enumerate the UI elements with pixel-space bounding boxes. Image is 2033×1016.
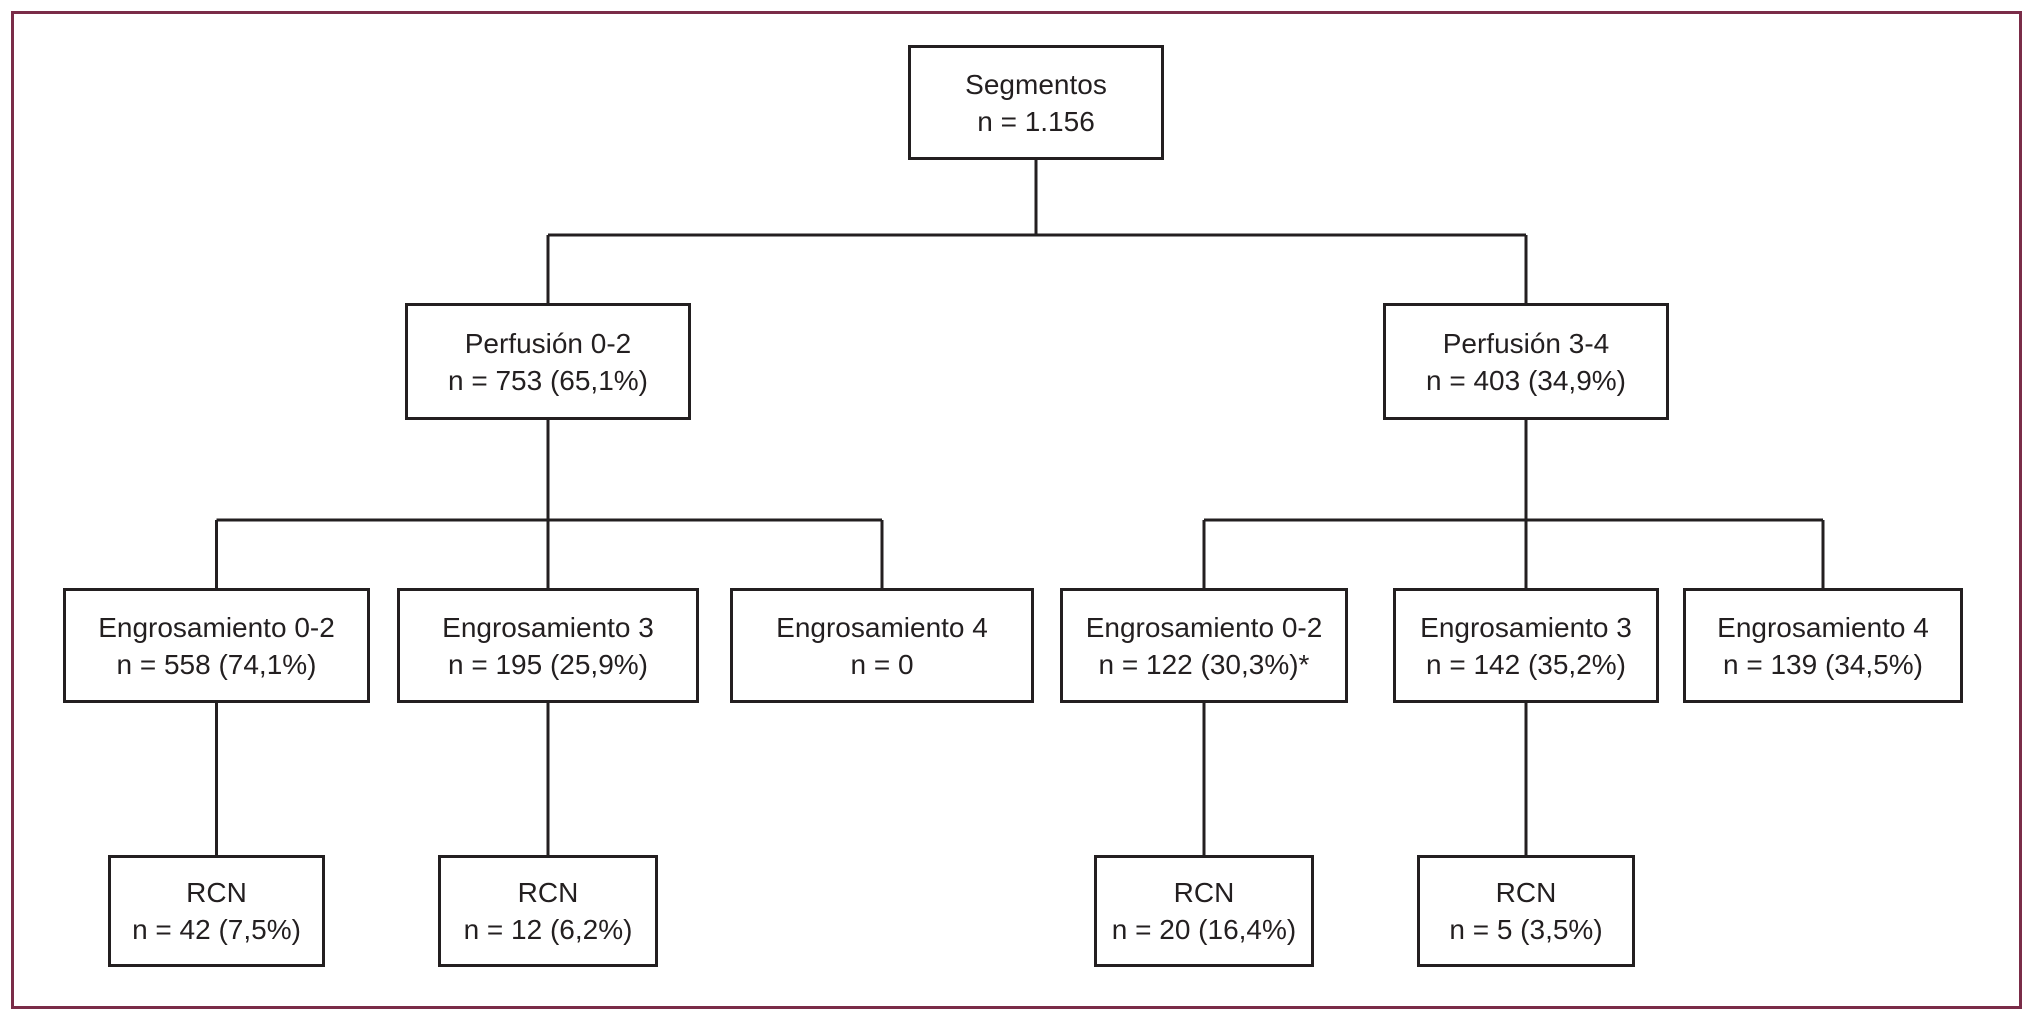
node-value: n = 403 (34,9%)	[1425, 364, 1627, 396]
node-rcn-perfusion34-eng3: RCN n = 5 (3,5%)	[1417, 855, 1635, 967]
node-label: Engrosamiento 4	[1717, 611, 1929, 643]
node-label: RCN	[1495, 877, 1557, 908]
node-value: n = 142 (35,2%)	[1425, 648, 1627, 680]
node-label: Perfusión 0-2	[464, 327, 632, 359]
connector-path	[215, 160, 1825, 855]
node-value: n = 558 (74,1%)	[116, 648, 317, 680]
node-label: Engrosamiento 3	[442, 611, 654, 643]
node-engrosamiento-4-right: Engrosamiento 4 n = 139 (34,5%)	[1683, 588, 1963, 703]
node-engrosamiento-0-2-left: Engrosamiento 0-2 n = 558 (74,1%)	[63, 588, 370, 703]
node-value: n = 0	[850, 648, 914, 680]
node-label: RCN	[1173, 877, 1235, 908]
node-value: n = 122 (30,3%)*	[1098, 648, 1310, 680]
node-engrosamiento-3-right: Engrosamiento 3 n = 142 (35,2%)	[1393, 588, 1659, 703]
node-value: n = 5 (3,5%)	[1449, 914, 1603, 945]
node-perfusion-0-2: Perfusión 0-2 n = 753 (65,1%)	[405, 303, 691, 420]
node-value: n = 753 (65,1%)	[447, 364, 649, 396]
node-label: RCN	[517, 877, 579, 908]
node-rcn-perfusion02-eng3: RCN n = 12 (6,2%)	[438, 855, 658, 967]
node-engrosamiento-4-left: Engrosamiento 4 n = 0	[730, 588, 1034, 703]
node-rcn-perfusion02-eng02: RCN n = 42 (7,5%)	[108, 855, 325, 967]
node-engrosamiento-0-2-right: Engrosamiento 0-2 n = 122 (30,3%)*	[1060, 588, 1348, 703]
node-value: n = 12 (6,2%)	[463, 914, 633, 945]
node-value: n = 42 (7,5%)	[132, 914, 301, 945]
figure-frame	[11, 11, 2022, 1009]
node-value: n = 195 (25,9%)	[447, 648, 649, 680]
node-label: RCN	[186, 877, 247, 908]
node-label: Segmentos	[965, 68, 1107, 100]
node-segmentos: Segmentos n = 1.156	[908, 45, 1164, 160]
node-label: Engrosamiento 0-2	[1085, 611, 1323, 643]
node-label: Engrosamiento 4	[776, 611, 988, 643]
node-perfusion-3-4: Perfusión 3-4 n = 403 (34,9%)	[1383, 303, 1669, 420]
node-label: Engrosamiento 0-2	[98, 611, 335, 643]
node-engrosamiento-3-left: Engrosamiento 3 n = 195 (25,9%)	[397, 588, 699, 703]
node-value: n = 1.156	[977, 105, 1095, 137]
node-value: n = 20 (16,4%)	[1111, 914, 1297, 945]
node-label: Perfusión 3-4	[1442, 327, 1610, 359]
node-label: Engrosamiento 3	[1420, 611, 1632, 643]
node-rcn-perfusion34-eng02: RCN n = 20 (16,4%)	[1094, 855, 1314, 967]
node-value: n = 139 (34,5%)	[1722, 648, 1924, 680]
